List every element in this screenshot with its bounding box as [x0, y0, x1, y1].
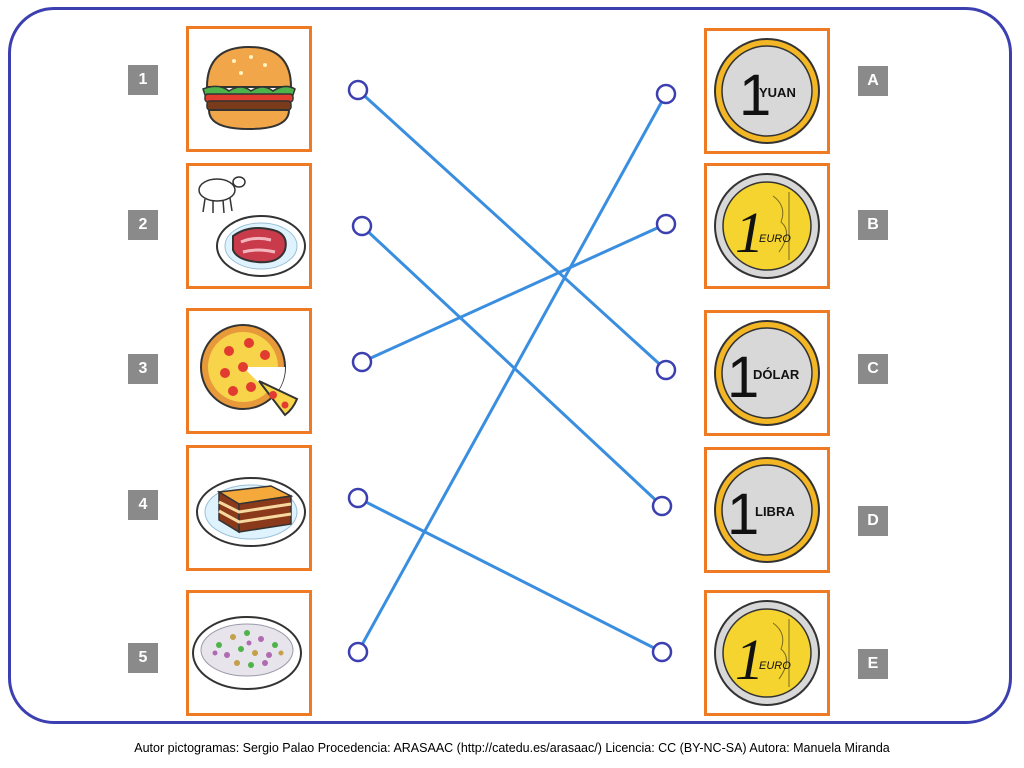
credits-footer: Autor pictogramas: Sergio Palao Proceden… — [134, 741, 890, 755]
lamb-meat-icon — [198, 176, 306, 277]
letter-label-b: B — [858, 210, 888, 240]
food-tile-1[interactable] — [186, 26, 312, 152]
food-tile-3[interactable] — [186, 308, 312, 434]
coin-label-a: YUAN — [759, 85, 796, 100]
coin-numeral-e: 1 — [735, 627, 764, 692]
match-line-4-e — [357, 496, 663, 654]
lasagna-icon — [196, 477, 306, 547]
food-tile-2[interactable] — [186, 163, 312, 289]
coin-numeral-a: 1 — [739, 63, 771, 128]
left-dot-1[interactable] — [347, 79, 369, 101]
match-line-2-d — [360, 224, 664, 508]
pizza-icon — [200, 324, 299, 417]
coin-tile-c[interactable]: 1 DÓLAR — [704, 310, 830, 436]
match-line-1-c — [356, 88, 668, 372]
coin-numeral-d: 1 — [727, 482, 759, 547]
right-dot-d[interactable] — [651, 495, 673, 517]
pound-coin-icon: 1 LIBRA — [714, 457, 820, 563]
left-dot-2[interactable] — [351, 215, 373, 237]
rice-salad-icon — [192, 616, 302, 690]
match-line-3-b — [361, 222, 667, 364]
coin-label-e: EURO — [759, 660, 791, 672]
yuan-coin-icon: 1 YUAN — [714, 38, 820, 144]
coin-tile-e[interactable]: 1 EURO — [704, 590, 830, 716]
right-dot-e[interactable] — [651, 641, 673, 663]
left-dot-5[interactable] — [347, 641, 369, 663]
letter-label-d: D — [858, 506, 888, 536]
right-dot-c[interactable] — [655, 359, 677, 381]
euro-coin-icon: 1 EURO — [714, 173, 820, 279]
left-dot-4[interactable] — [347, 487, 369, 509]
number-label-1: 1 — [128, 65, 158, 95]
dollar-coin-icon: 1 DÓLAR — [714, 320, 820, 426]
coin-tile-b[interactable]: 1 EURO — [704, 163, 830, 289]
right-dot-b[interactable] — [655, 213, 677, 235]
hamburger-icon — [202, 45, 296, 131]
coin-label-c: DÓLAR — [753, 367, 800, 382]
letter-label-c: C — [858, 354, 888, 384]
coin-tile-a[interactable]: 1 YUAN — [704, 28, 830, 154]
number-label-5: 5 — [128, 643, 158, 673]
food-tile-4[interactable] — [186, 445, 312, 571]
letter-label-a: A — [858, 66, 888, 96]
right-dot-a[interactable] — [655, 83, 677, 105]
match-line-5-a — [356, 93, 668, 653]
activity-frame — [8, 7, 1012, 724]
number-label-4: 4 — [128, 490, 158, 520]
coin-label-b: EURO — [759, 233, 791, 245]
food-tile-5[interactable] — [186, 590, 312, 716]
coin-tile-d[interactable]: 1 LIBRA — [704, 447, 830, 573]
number-label-2: 2 — [128, 210, 158, 240]
coin-numeral-c: 1 — [727, 345, 759, 410]
coin-numeral-b: 1 — [735, 200, 764, 265]
coin-label-d: LIBRA — [755, 504, 795, 519]
letter-label-e: E — [858, 649, 888, 679]
number-label-3: 3 — [128, 354, 158, 384]
euro-coin-icon: 1 EURO — [714, 600, 820, 706]
left-dot-3[interactable] — [351, 351, 373, 373]
